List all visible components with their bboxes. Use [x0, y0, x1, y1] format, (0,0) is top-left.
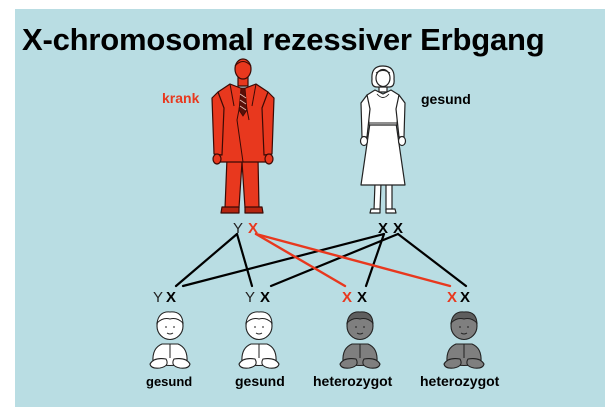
- child-1-chromosome-2: X: [166, 289, 176, 306]
- line-father-y-to-son-1: [176, 234, 237, 286]
- child-2-chromosome-1: Y: [245, 289, 255, 306]
- child-3-figure: [338, 308, 382, 370]
- child-3-label: heterozygot: [313, 373, 392, 389]
- child-3-chromosome-2: X: [357, 289, 367, 306]
- child-1-figure: [148, 308, 192, 370]
- child-2-chromosome-2: X: [260, 289, 270, 306]
- line-mother-x2-to-daughter-2: [398, 234, 466, 286]
- child-4-chromosome-2: X: [460, 289, 470, 306]
- child-1-label: gesund: [146, 374, 192, 389]
- child-4-chromosome-1: X: [447, 289, 457, 306]
- child-3-chromosome-1: X: [342, 289, 352, 306]
- line-father-y-to-son-2: [237, 234, 252, 286]
- line-mother-x2-to-son-2: [271, 234, 398, 286]
- child-2-label: gesund: [235, 373, 285, 389]
- child-4-figure: [442, 308, 486, 370]
- child-4-label: heterozygot: [420, 373, 499, 389]
- child-2-figure: [237, 308, 281, 370]
- child-1-chromosome-1: Y: [153, 289, 163, 306]
